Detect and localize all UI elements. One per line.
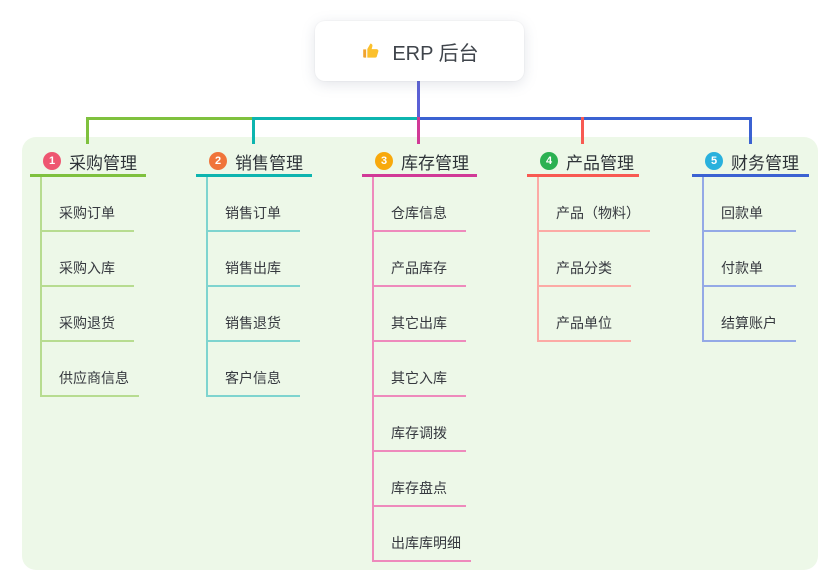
item-node[interactable]: 销售订单 — [208, 177, 300, 232]
root-node[interactable]: ERP 后台 — [315, 21, 524, 81]
branch-item-list: 回款单付款单结算账户 — [702, 177, 796, 342]
branch-title: 库存管理 — [401, 153, 469, 173]
branch2-elbow-line — [252, 117, 420, 120]
item-node[interactable]: 其它出库 — [374, 287, 466, 342]
branch-title: 采购管理 — [69, 153, 137, 173]
root-title: ERP 后台 — [392, 42, 479, 65]
root-stem-line — [417, 80, 420, 118]
branch-number-badge: 5 — [705, 152, 723, 170]
item-node[interactable]: 仓库信息 — [374, 177, 466, 232]
item-node[interactable]: 回款单 — [704, 177, 796, 232]
branch-node-5[interactable]: 5 财务管理 — [692, 148, 809, 177]
branch-number-badge: 1 — [43, 152, 61, 170]
item-node[interactable]: 库存盘点 — [374, 452, 466, 507]
item-node[interactable]: 其它入库 — [374, 342, 466, 397]
item-node[interactable]: 库存调拨 — [374, 397, 466, 452]
branch-node-3[interactable]: 3 库存管理 — [362, 148, 477, 177]
branch5-drop-line — [749, 117, 752, 144]
item-node[interactable]: 采购退货 — [42, 287, 134, 342]
item-node[interactable]: 销售出库 — [208, 232, 300, 287]
branch-item-list: 销售订单销售出库销售退货客户信息 — [206, 177, 300, 397]
item-node[interactable]: 供应商信息 — [42, 342, 139, 397]
item-node[interactable]: 产品库存 — [374, 232, 466, 287]
item-node[interactable]: 采购入库 — [42, 232, 134, 287]
branch2-drop-line — [252, 117, 255, 144]
branch4-drop-line — [581, 117, 584, 144]
branch-node-2[interactable]: 2 销售管理 — [196, 148, 312, 177]
branch5-elbow-line — [419, 117, 752, 120]
item-node[interactable]: 产品分类 — [539, 232, 631, 287]
branch3-drop-line — [417, 117, 420, 144]
item-node[interactable]: 销售退货 — [208, 287, 300, 342]
branch-title: 财务管理 — [731, 153, 799, 173]
branch-item-list: 产品（物料）产品分类产品单位 — [537, 177, 650, 342]
branch-node-1[interactable]: 1 采购管理 — [30, 148, 146, 177]
item-node[interactable]: 产品（物料） — [539, 177, 650, 232]
thumbs-up-icon — [360, 40, 382, 62]
branch-number-badge: 2 — [209, 152, 227, 170]
item-node[interactable]: 付款单 — [704, 232, 796, 287]
branch-number-badge: 4 — [540, 152, 558, 170]
branch1-drop-line — [86, 117, 89, 144]
branch-item-list: 仓库信息产品库存其它出库其它入库库存调拨库存盘点出库库明细 — [372, 177, 471, 562]
branches-panel — [22, 137, 818, 570]
branch-number-badge: 3 — [375, 152, 393, 170]
branch-item-list: 采购订单采购入库采购退货供应商信息 — [40, 177, 139, 397]
item-node[interactable]: 客户信息 — [208, 342, 300, 397]
item-node[interactable]: 采购订单 — [42, 177, 134, 232]
item-node[interactable]: 结算账户 — [704, 287, 796, 342]
item-node[interactable]: 产品单位 — [539, 287, 631, 342]
item-node[interactable]: 出库库明细 — [374, 507, 471, 562]
branch-title: 销售管理 — [235, 153, 303, 173]
branch-title: 产品管理 — [566, 153, 634, 173]
branch-node-4[interactable]: 4 产品管理 — [527, 148, 639, 177]
